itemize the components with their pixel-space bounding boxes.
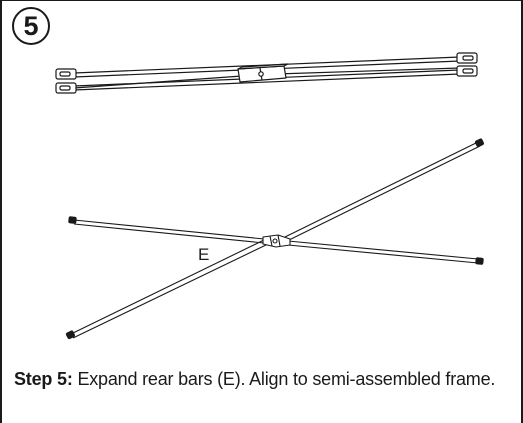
expanded-rear-bars [65, 138, 484, 340]
step-number-badge: 5 [12, 7, 50, 45]
step-number: 5 [23, 10, 39, 41]
instruction-text: Expand rear bars (E). Align to semi-asse… [77, 369, 496, 389]
assembly-illustration [55, 52, 484, 340]
part-label-e: E [198, 245, 210, 264]
folded-rear-bars [55, 52, 478, 94]
step-label: Step 5: [14, 369, 73, 389]
instruction-caption: Step 5: Expand rear bars (E). Align to s… [14, 367, 519, 392]
